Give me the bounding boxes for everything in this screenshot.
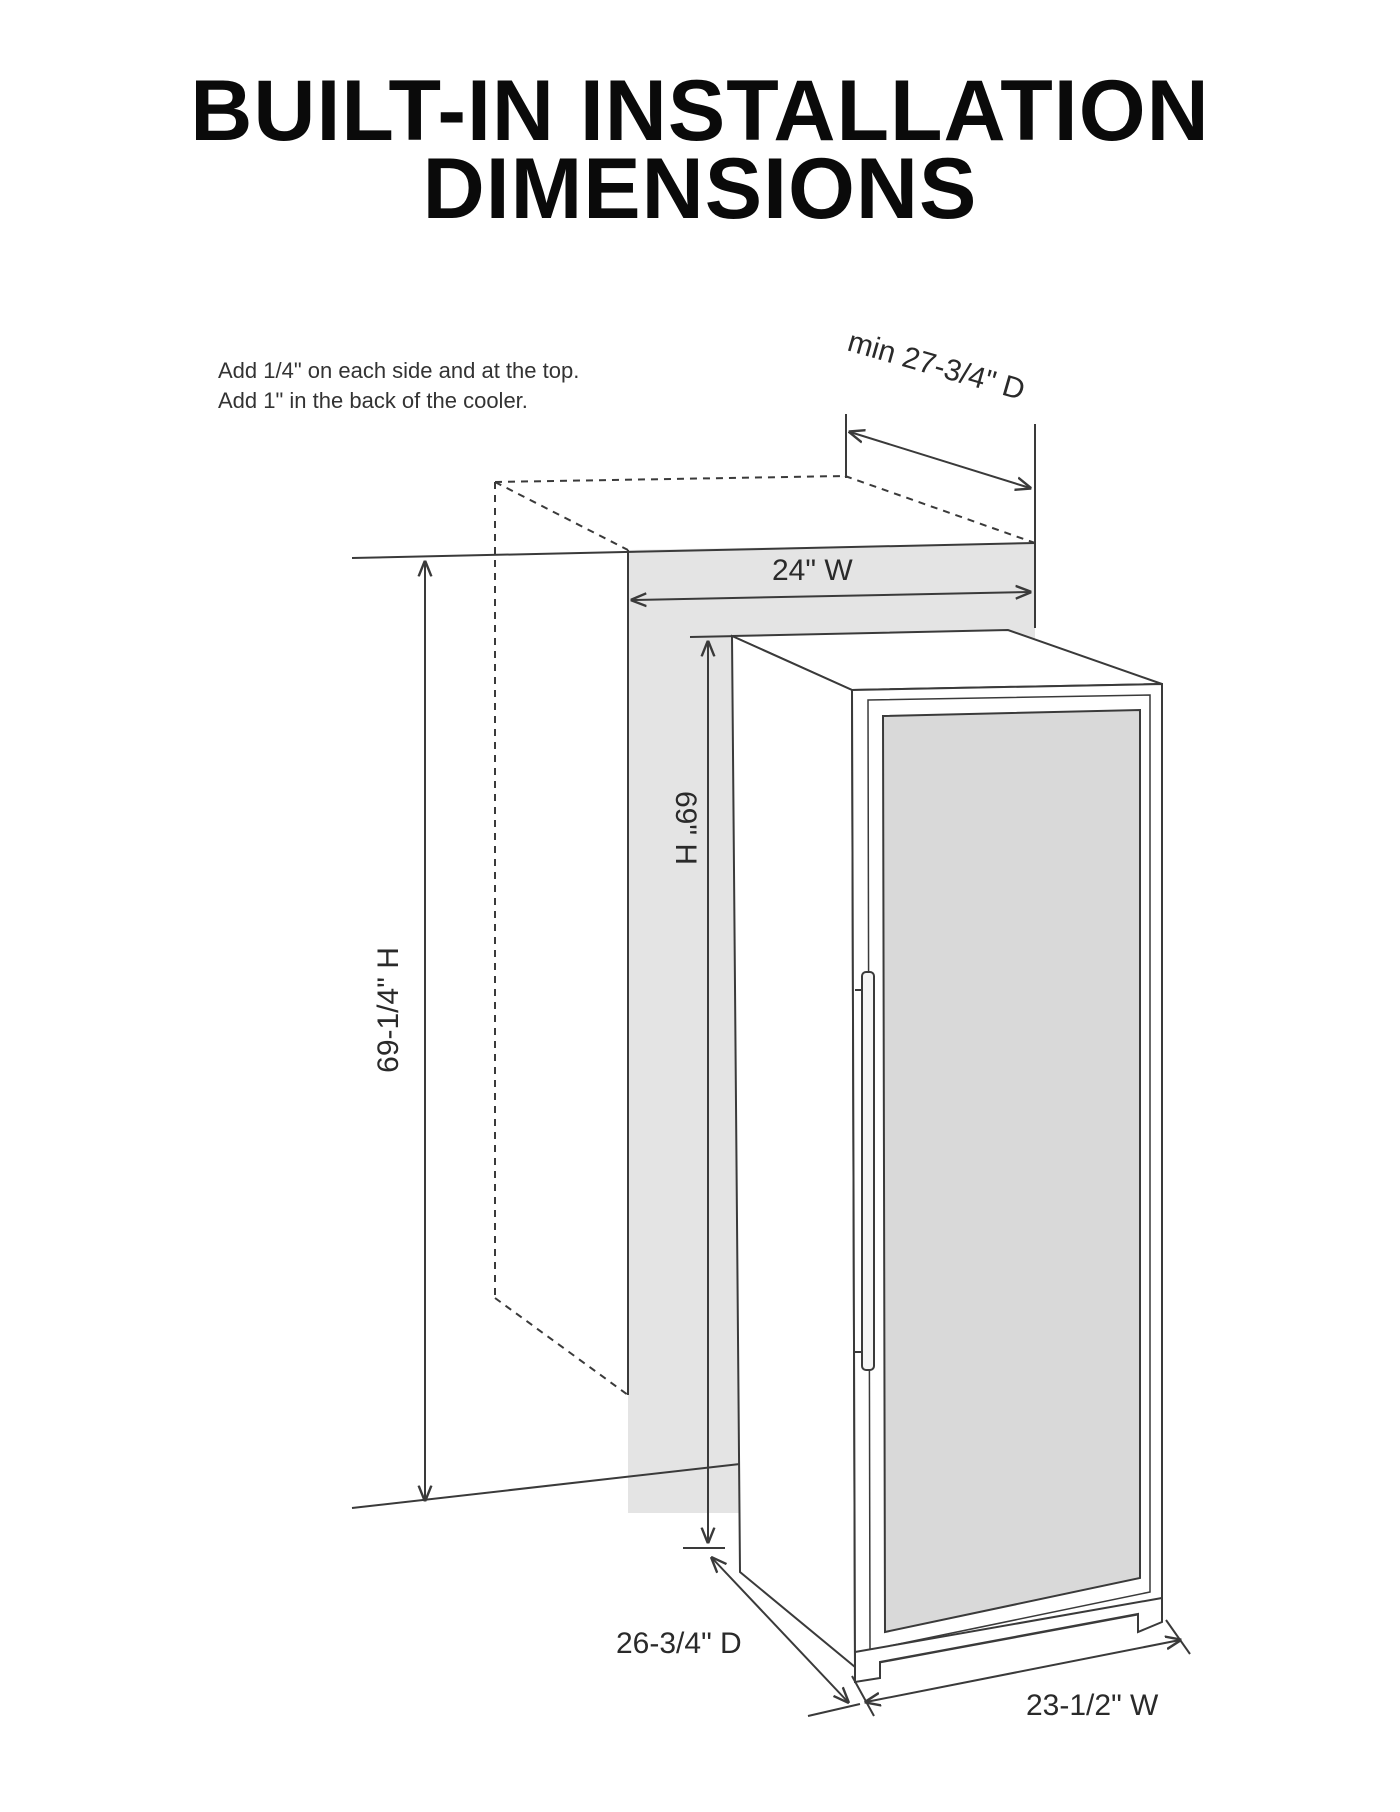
- cooler-side: [730, 634, 857, 1670]
- note-line-1: Add 1/4" on each side and at the top.: [218, 358, 580, 383]
- cutout-width-label: 24" W: [772, 554, 853, 587]
- cutout-depth-arrow: [850, 432, 1030, 488]
- door-handle: [861, 971, 875, 1371]
- cutout-height-label: 69-1/4" H: [372, 947, 405, 1073]
- unit-height-label: 69" H: [669, 791, 702, 865]
- cutout-depth-label: min 27-3/4" D: [844, 325, 1028, 407]
- cutout-solid-edges: [351, 414, 1036, 1509]
- unit-width-tick-left: [851, 1675, 875, 1717]
- unit-depth-arrow: [712, 1558, 848, 1702]
- title-line-1: BUILT-IN INSTALLATION: [190, 63, 1210, 159]
- page-title: BUILT-IN INSTALLATION DIMENSIONS: [0, 63, 1400, 237]
- unit-depth-tick: [807, 1703, 861, 1717]
- cutout-dashed-outline: [494, 475, 1036, 1396]
- unit-width-tick-right: [1165, 1619, 1191, 1655]
- unit-width-label: 23-1/2" W: [1026, 1689, 1159, 1722]
- title-line-2: DIMENSIONS: [422, 141, 978, 237]
- unit-depth-label: 26-3/4" D: [616, 1627, 742, 1660]
- wine-cooler: [730, 628, 1163, 1684]
- cooler-glass-panel: [881, 708, 1141, 1634]
- unit-width-arrow: [866, 1640, 1180, 1702]
- cutout-width-arrow: [632, 592, 1030, 600]
- note-line-2: Add 1" in the back of the cooler.: [218, 388, 528, 413]
- installation-note: Add 1/4" on each side and at the top. Ad…: [218, 356, 579, 416]
